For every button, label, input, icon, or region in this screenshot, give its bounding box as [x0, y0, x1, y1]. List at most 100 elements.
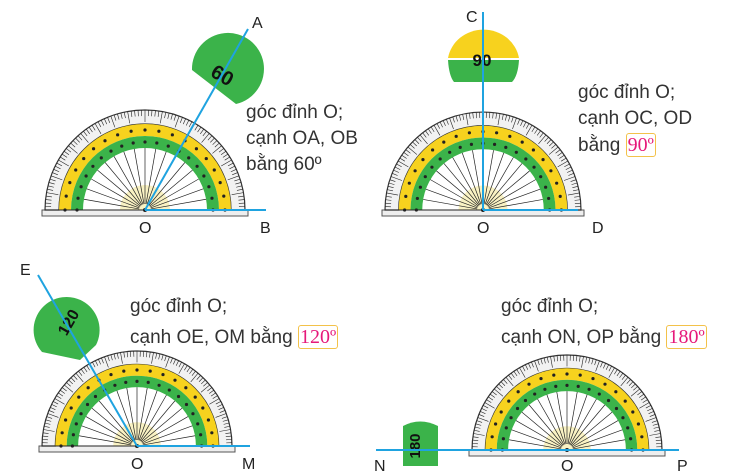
tick [608, 365, 612, 372]
tick [385, 199, 392, 201]
tick [58, 159, 69, 167]
tick [556, 355, 558, 362]
scale-mark [606, 398, 611, 403]
spoke [150, 188, 204, 209]
scale-mark [504, 426, 508, 430]
tick [63, 150, 70, 155]
tick [218, 148, 224, 153]
tick [194, 125, 199, 131]
scale-mark [614, 390, 618, 394]
tick [525, 364, 529, 370]
scale-mark [527, 382, 531, 386]
tick [236, 185, 243, 188]
tick [70, 377, 76, 382]
tick [557, 160, 569, 168]
tick [649, 433, 661, 436]
scale-mark [82, 156, 86, 161]
tick [631, 383, 636, 389]
tick [553, 355, 555, 362]
yellow-scale [485, 368, 649, 450]
tick [405, 149, 411, 154]
answer-box-120[interactable]: 120º [297, 325, 339, 349]
tick [220, 150, 227, 155]
tick [576, 355, 578, 362]
tick [189, 368, 194, 374]
tick [123, 112, 126, 119]
tick [639, 402, 650, 409]
tick [511, 116, 514, 123]
spoke [137, 387, 148, 441]
spoke [556, 391, 567, 445]
tick [492, 112, 494, 119]
scale-mark [193, 395, 197, 399]
scale-mark [555, 181, 559, 185]
tick [170, 113, 173, 120]
tick [91, 125, 96, 131]
tick [116, 353, 119, 359]
scale-mark [407, 181, 411, 185]
tick [401, 154, 407, 159]
tick [214, 142, 220, 148]
tick [58, 392, 64, 397]
tick [52, 172, 58, 176]
tick [571, 182, 578, 185]
tick [94, 123, 102, 134]
scale-mark [507, 399, 511, 403]
tick [409, 144, 415, 149]
answer-box-180[interactable]: 180º [666, 325, 707, 349]
ray-OA [144, 28, 249, 211]
tick [640, 396, 646, 401]
spoke [511, 429, 562, 449]
tick [626, 379, 631, 384]
tick [653, 426, 660, 429]
caption-line: góc đỉnh O; [501, 296, 599, 317]
yellow-scale [59, 124, 231, 210]
scale-mark [69, 406, 73, 410]
ray-OE [37, 274, 138, 447]
tick [497, 113, 501, 126]
scale-mark [454, 134, 458, 138]
tick [503, 379, 508, 384]
tick [628, 381, 634, 386]
scale-mark [543, 387, 547, 391]
scale-mark [155, 141, 159, 145]
spoke [483, 150, 494, 205]
scale-mark [549, 169, 553, 173]
scale-mark [120, 144, 124, 148]
tick [633, 386, 638, 391]
scale-mark [603, 382, 607, 386]
tick [472, 439, 479, 441]
tick [47, 413, 59, 418]
tick [459, 114, 462, 121]
caption-line: góc đỉnh O; [130, 296, 228, 317]
tick [202, 131, 207, 137]
scale-mark [77, 395, 81, 399]
tick [60, 156, 66, 161]
tick [564, 163, 570, 168]
tick [430, 126, 435, 133]
scale-mark [623, 399, 627, 403]
tick [407, 146, 418, 155]
tick [500, 381, 506, 386]
tick [170, 357, 173, 364]
scale-mark [84, 174, 88, 178]
tick [44, 422, 51, 425]
tick [215, 413, 227, 418]
tick [647, 408, 653, 412]
tick [505, 377, 514, 387]
spoke [521, 411, 563, 447]
scale-mark [404, 194, 408, 198]
scale-mark [135, 368, 139, 372]
spoke [567, 391, 578, 445]
spoke [91, 407, 133, 443]
tick [525, 124, 533, 136]
tick [158, 353, 161, 360]
answer-box-90[interactable]: 90º [625, 133, 656, 157]
scale-mark [508, 134, 512, 138]
scale-mark [143, 140, 147, 144]
tick [551, 144, 557, 149]
tick [591, 358, 594, 365]
label-B: B [260, 220, 271, 237]
tick [619, 372, 624, 378]
